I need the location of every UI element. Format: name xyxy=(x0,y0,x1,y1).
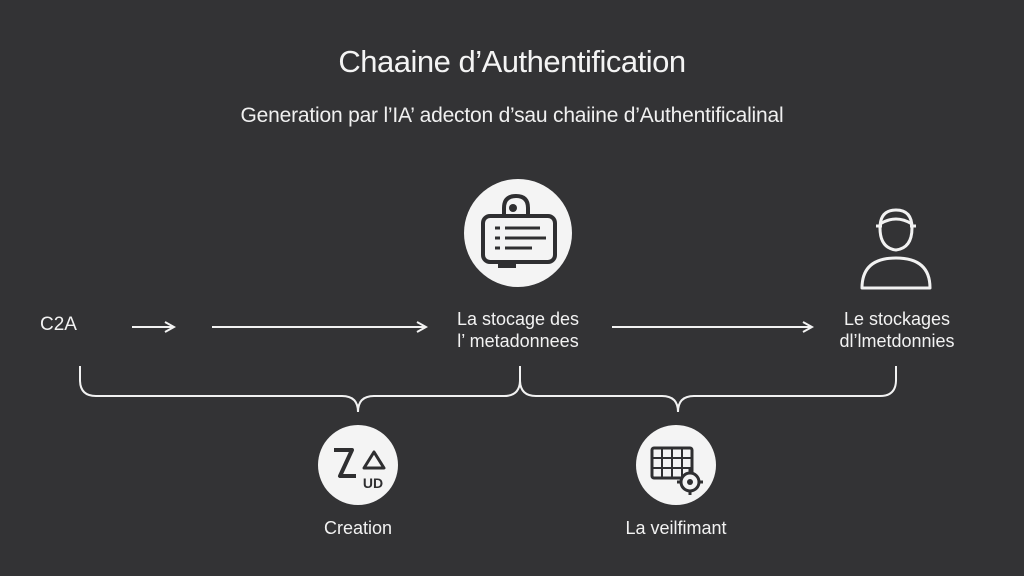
node-user-storage-line1: Le stockages xyxy=(843,309,951,329)
node-user-storage: Le stockages dl’lmetdonnies xyxy=(814,308,980,352)
bracket-verification xyxy=(519,366,897,413)
node-c2a: C2A xyxy=(40,314,77,335)
node-metadata-storage-line2: l’ metadonnees xyxy=(457,331,579,351)
lock-document-icon xyxy=(464,179,572,287)
bracket-creation xyxy=(79,366,521,413)
node-user-storage-line2: dl’lmetdonnies xyxy=(839,331,955,351)
diagram-subtitle: Generation par l’IA’ adecton d’sau chaii… xyxy=(240,104,784,127)
user-icon xyxy=(860,208,932,290)
diagram-title: Chaaine d’Authentification xyxy=(338,44,686,79)
creation-logo-icon: UD xyxy=(318,425,398,505)
phase-verification-label: La veilfimant xyxy=(625,518,727,538)
phase-creation-label: Creation xyxy=(323,518,393,538)
grid-gear-icon xyxy=(636,425,716,505)
creation-icon-text: UD xyxy=(363,475,383,491)
node-metadata-storage: La stocage des l’ metadonnees xyxy=(428,308,608,352)
node-metadata-storage-line1: La stocage des xyxy=(456,309,580,329)
